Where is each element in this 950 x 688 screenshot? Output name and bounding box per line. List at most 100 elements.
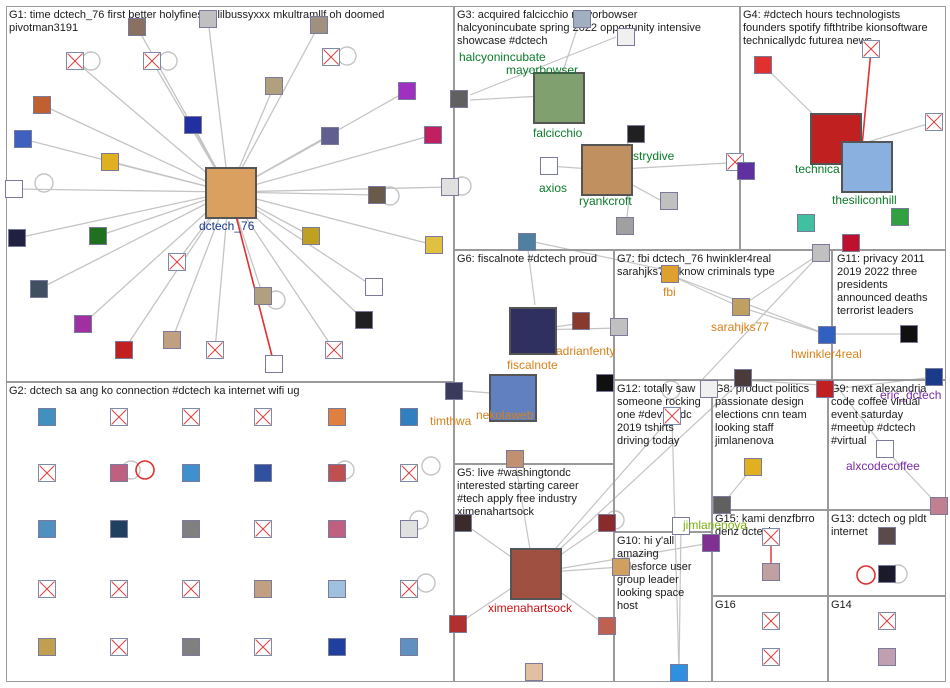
- profile-node[interactable]: [812, 244, 830, 262]
- profile-node[interactable]: [425, 236, 443, 254]
- profile-node[interactable]: [876, 440, 894, 458]
- profile-node[interactable]: [110, 520, 128, 538]
- profile-node[interactable]: [930, 497, 948, 515]
- profile-node[interactable]: [38, 520, 56, 538]
- profile-node[interactable]: [891, 208, 909, 226]
- profile-node[interactable]: [30, 280, 48, 298]
- profile-node[interactable]: [355, 311, 373, 329]
- profile-node[interactable]: [627, 125, 645, 143]
- profile-node[interactable]: [184, 116, 202, 134]
- profile-node[interactable]: [797, 214, 815, 232]
- profile-node[interactable]: [616, 217, 634, 235]
- profile-node[interactable]: [321, 127, 339, 145]
- profile-node[interactable]: [265, 355, 283, 373]
- profile-node[interactable]: [581, 144, 633, 196]
- profile-node[interactable]: [206, 341, 224, 359]
- profile-node[interactable]: [322, 48, 340, 66]
- profile-node[interactable]: [449, 615, 467, 633]
- profile-node[interactable]: [525, 663, 543, 681]
- profile-node[interactable]: [617, 28, 635, 46]
- profile-node[interactable]: [598, 514, 616, 532]
- profile-node[interactable]: [89, 227, 107, 245]
- profile-node[interactable]: [572, 312, 590, 330]
- profile-node[interactable]: [254, 638, 272, 656]
- profile-node[interactable]: [14, 130, 32, 148]
- profile-node[interactable]: [254, 580, 272, 598]
- profile-node[interactable]: [925, 368, 943, 386]
- profile-node[interactable]: [254, 287, 272, 305]
- profile-node[interactable]: [702, 534, 720, 552]
- profile-node[interactable]: [163, 331, 181, 349]
- profile-node[interactable]: [734, 369, 752, 387]
- profile-node[interactable]: [700, 380, 718, 398]
- profile-node[interactable]: [400, 464, 418, 482]
- profile-node[interactable]: [610, 318, 628, 336]
- profile-node[interactable]: [842, 234, 860, 252]
- profile-node[interactable]: [265, 77, 283, 95]
- profile-node[interactable]: [38, 638, 56, 656]
- profile-node[interactable]: [182, 408, 200, 426]
- profile-node[interactable]: [74, 315, 92, 333]
- profile-node[interactable]: [398, 82, 416, 100]
- profile-node[interactable]: [878, 527, 896, 545]
- profile-node[interactable]: [168, 253, 186, 271]
- profile-node[interactable]: [862, 40, 880, 58]
- profile-node[interactable]: [254, 520, 272, 538]
- profile-node[interactable]: [510, 548, 562, 600]
- profile-node[interactable]: [328, 408, 346, 426]
- profile-node[interactable]: [33, 96, 51, 114]
- profile-node[interactable]: [328, 580, 346, 598]
- profile-node[interactable]: [878, 648, 896, 666]
- profile-node[interactable]: [445, 382, 463, 400]
- profile-node[interactable]: [400, 580, 418, 598]
- profile-node[interactable]: [110, 580, 128, 598]
- profile-node[interactable]: [182, 464, 200, 482]
- profile-node[interactable]: [925, 113, 943, 131]
- profile-node[interactable]: [661, 265, 679, 283]
- profile-node[interactable]: [182, 520, 200, 538]
- profile-node[interactable]: [254, 408, 272, 426]
- profile-node[interactable]: [713, 496, 731, 514]
- profile-node[interactable]: [573, 10, 591, 28]
- profile-node[interactable]: [38, 580, 56, 598]
- profile-node[interactable]: [310, 16, 328, 34]
- profile-node[interactable]: [672, 517, 690, 535]
- profile-node[interactable]: [506, 450, 524, 468]
- profile-node[interactable]: [489, 374, 537, 422]
- profile-node[interactable]: [762, 528, 780, 546]
- profile-node[interactable]: [400, 638, 418, 656]
- profile-node[interactable]: [115, 341, 133, 359]
- profile-node[interactable]: [328, 464, 346, 482]
- profile-node[interactable]: [365, 278, 383, 296]
- profile-node[interactable]: [540, 157, 558, 175]
- profile-node[interactable]: [368, 186, 386, 204]
- profile-node[interactable]: [254, 464, 272, 482]
- profile-node[interactable]: [454, 514, 472, 532]
- profile-node[interactable]: [38, 464, 56, 482]
- profile-node[interactable]: [744, 458, 762, 476]
- profile-node[interactable]: [818, 326, 836, 344]
- profile-node[interactable]: [400, 520, 418, 538]
- profile-node[interactable]: [110, 638, 128, 656]
- profile-node[interactable]: [878, 612, 896, 630]
- profile-node[interactable]: [754, 56, 772, 74]
- profile-node[interactable]: [182, 580, 200, 598]
- profile-node[interactable]: [762, 648, 780, 666]
- profile-node[interactable]: [441, 178, 459, 196]
- profile-node[interactable]: [878, 565, 896, 583]
- profile-node[interactable]: [509, 307, 557, 355]
- profile-node[interactable]: [110, 464, 128, 482]
- profile-node[interactable]: [450, 90, 468, 108]
- profile-node[interactable]: [670, 664, 688, 682]
- profile-node[interactable]: [762, 563, 780, 581]
- profile-node[interactable]: [199, 10, 217, 28]
- profile-node[interactable]: [518, 233, 536, 251]
- profile-node[interactable]: [816, 380, 834, 398]
- profile-node[interactable]: [8, 229, 26, 247]
- profile-node[interactable]: [302, 227, 320, 245]
- profile-node[interactable]: [143, 52, 161, 70]
- profile-node[interactable]: [660, 192, 678, 210]
- profile-node[interactable]: [732, 298, 750, 316]
- profile-node[interactable]: [533, 72, 585, 124]
- profile-node[interactable]: [598, 617, 616, 635]
